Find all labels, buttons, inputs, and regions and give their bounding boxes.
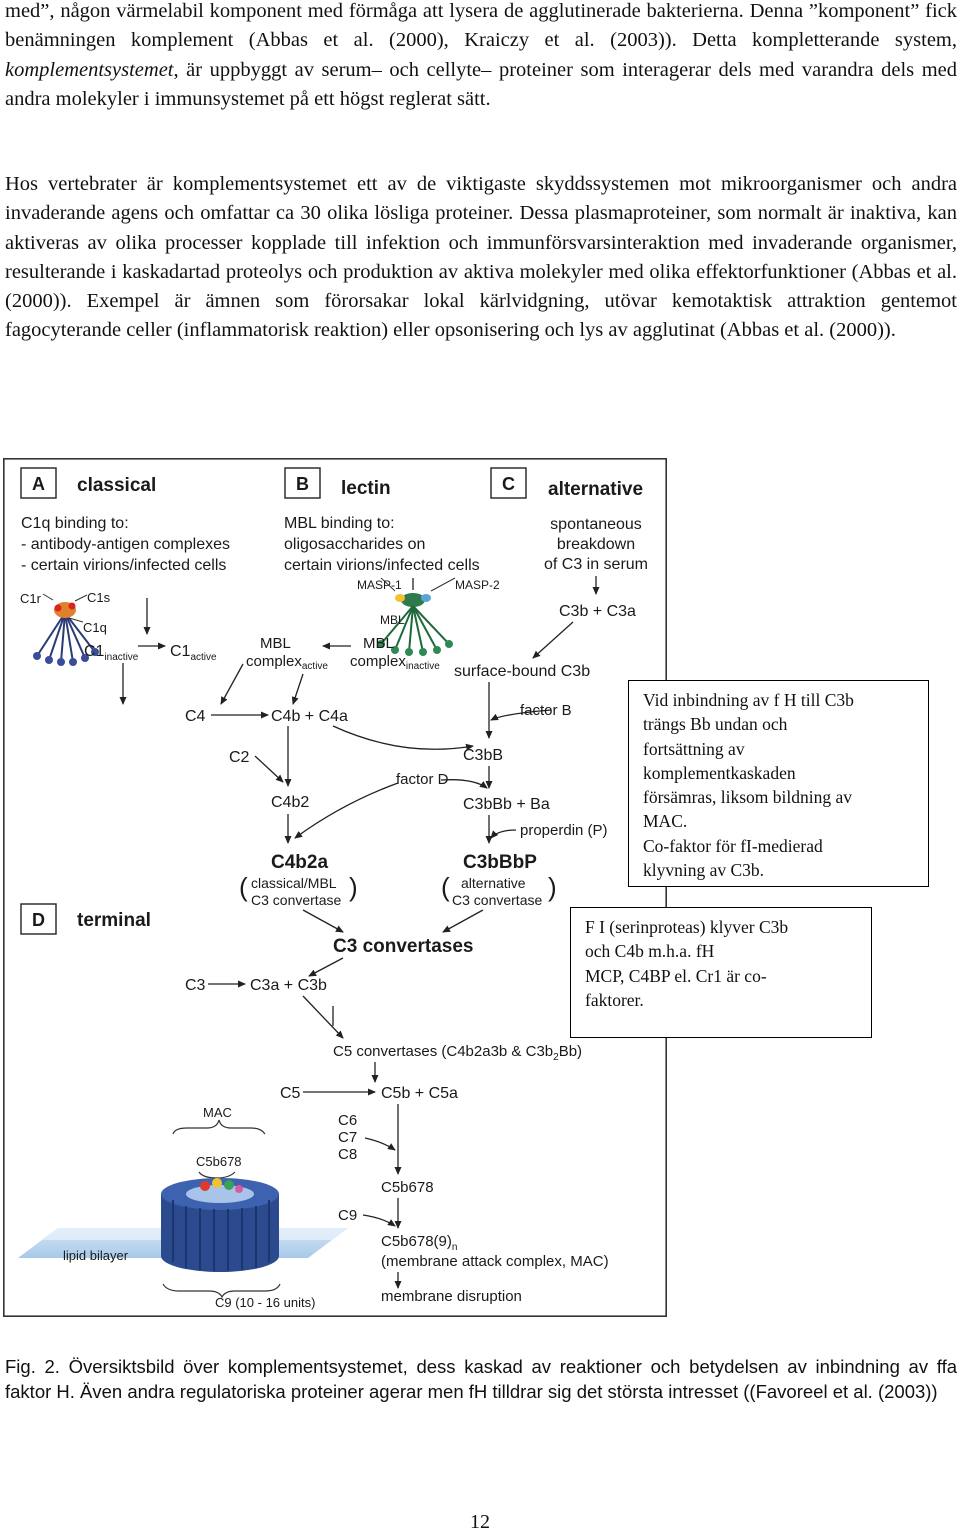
c1-complex-illustration <box>33 593 99 666</box>
c1s-label: C1s <box>87 590 111 605</box>
mbl-label: MBL <box>380 613 405 627</box>
cl-bracket-right: ) <box>349 872 358 902</box>
panel-a-letter: A <box>32 474 45 494</box>
mbl-active-line2: complexactive <box>246 653 328 672</box>
mac-pore-illustration <box>18 1178 348 1272</box>
alternative-desc-3: of C3 in serum <box>544 556 648 573</box>
panel-d-title: terminal <box>77 910 151 931</box>
masp1-label: MASP-1 <box>357 578 402 592</box>
paragraph-text: , är uppbyggt av serum– och cellyte– pro… <box>5 58 957 110</box>
properdin-label: properdin (P) <box>520 822 608 839</box>
intro-paragraph: med”, någon värmelabil komponent med för… <box>5 0 957 114</box>
factor-h-note: Vid inbindning av f H till C3b trängs Bb… <box>628 680 929 887</box>
factor-d-label: factor D <box>396 771 449 788</box>
mbl-active-line1: MBL <box>260 635 291 652</box>
panel-a-title: classical <box>77 475 156 496</box>
c4b2-label: C4b2 <box>271 794 309 811</box>
c5b-c5a-label: C5b + C5a <box>381 1085 458 1102</box>
panel-b-letter: B <box>296 474 309 494</box>
cl-bracket-left: ( <box>239 872 248 902</box>
mbl-inactive-line2: complexinactive <box>350 653 440 672</box>
alt-bracket-right: ) <box>548 872 557 902</box>
classical-desc-2: - antibody-antigen complexes <box>21 536 230 553</box>
panel-b-title: lectin <box>341 478 391 499</box>
classical-desc-3: - certain virions/infected cells <box>21 557 226 574</box>
c3bbb-ba-label: C3bBb + Ba <box>463 796 550 813</box>
alt-bracket-left: ( <box>441 872 450 902</box>
panel-c-title: alternative <box>548 479 643 500</box>
c9-label: C9 <box>338 1207 357 1224</box>
c5b6789-label: C5b678(9)n <box>381 1233 457 1253</box>
c4b2a-label: C4b2a <box>271 852 328 873</box>
classical-desc-1: C1q binding to: <box>21 515 129 532</box>
c8-label: C8 <box>338 1146 357 1163</box>
panel-d-box <box>20 903 57 935</box>
mbl-complex-illustration <box>377 577 456 656</box>
c1-inactive-label: C1inactive <box>84 643 139 663</box>
figure-border <box>3 458 667 1317</box>
alternative-desc-1: spontaneous <box>550 516 642 533</box>
membrane-disruption-label: membrane disruption <box>381 1288 522 1305</box>
figure-caption: Fig. 2. Översiktsbild över komplementsys… <box>5 1356 957 1402</box>
c5b678-small-label: C5b678 <box>196 1154 242 1169</box>
c3-label: C3 <box>185 977 206 994</box>
c4-label: C4 <box>185 708 206 725</box>
c1r-label: C1r <box>20 591 42 606</box>
panel-d-letter: D <box>32 910 45 930</box>
alt-convertase-1: alternative <box>461 875 526 891</box>
page-number: 12 <box>470 1511 490 1533</box>
paragraph-text: med”, någon värmelabil komponent med för… <box>5 0 957 52</box>
lectin-desc-1: MBL binding to: <box>284 515 395 532</box>
cl-convertase-1: classical/MBL <box>251 875 337 891</box>
panel-a-box <box>20 467 57 499</box>
c4b-c4a-label: C4b + C4a <box>271 708 348 725</box>
lipid-bilayer-label: lipid bilayer <box>63 1248 129 1263</box>
panel-c-letter: C <box>502 474 515 494</box>
alternative-desc-2: breakdown <box>557 536 635 553</box>
c3bbbp-label: C3bBbP <box>463 852 537 873</box>
c7-label: C7 <box>338 1129 357 1146</box>
c5b678-label: C5b678 <box>381 1179 434 1196</box>
c3bb-label: C3bB <box>463 747 503 764</box>
panel-b-box <box>284 467 321 499</box>
mac-label: MAC <box>203 1105 232 1120</box>
mbl-inactive-line1: MBL <box>363 635 394 652</box>
c3a-c3b-label: C3a + C3b <box>250 977 327 994</box>
c3-convertases-label: C3 convertases <box>333 936 473 957</box>
c6-label: C6 <box>338 1112 357 1129</box>
complement-system-figure: A classical B lectin C alternative D ter… <box>3 458 667 1317</box>
c5-label: C5 <box>280 1085 301 1102</box>
cl-convertase-2: C3 convertase <box>251 892 341 908</box>
lectin-desc-2: oligosaccharides on <box>284 536 425 553</box>
c9-units-label: C9 (10 - 16 units) <box>215 1295 315 1310</box>
factor-b-label: factor B <box>520 702 572 719</box>
c2-label: C2 <box>229 749 250 766</box>
lectin-desc-3: certain virions/infected cells <box>284 557 480 574</box>
c5-convertases-label: C5 convertases (C4b2a3b & C3b2Bb) <box>333 1043 582 1063</box>
alt-convertase-2: C3 convertase <box>452 892 542 908</box>
body-paragraph: Hos vertebrater är komplementsystemet et… <box>5 173 957 342</box>
surface-c3b-label: surface-bound C3b <box>454 663 590 680</box>
masp2-label: MASP-2 <box>455 578 500 592</box>
panel-c-box <box>490 467 527 499</box>
complement-diagram: A classical B lectin C alternative D ter… <box>3 458 667 1317</box>
c3b-c3a-label: C3b + C3a <box>559 603 636 620</box>
factor-i-note: F I (serinproteas) klyver C3b och C4b m.… <box>570 907 872 1038</box>
mac-brace <box>172 1119 266 1135</box>
c1q-label: C1q <box>83 620 107 635</box>
mac-full-label: (membrane attack complex, MAC) <box>381 1253 609 1270</box>
italic-term: komplementsystemet <box>5 58 174 81</box>
c1-active-label: C1active <box>170 643 217 663</box>
